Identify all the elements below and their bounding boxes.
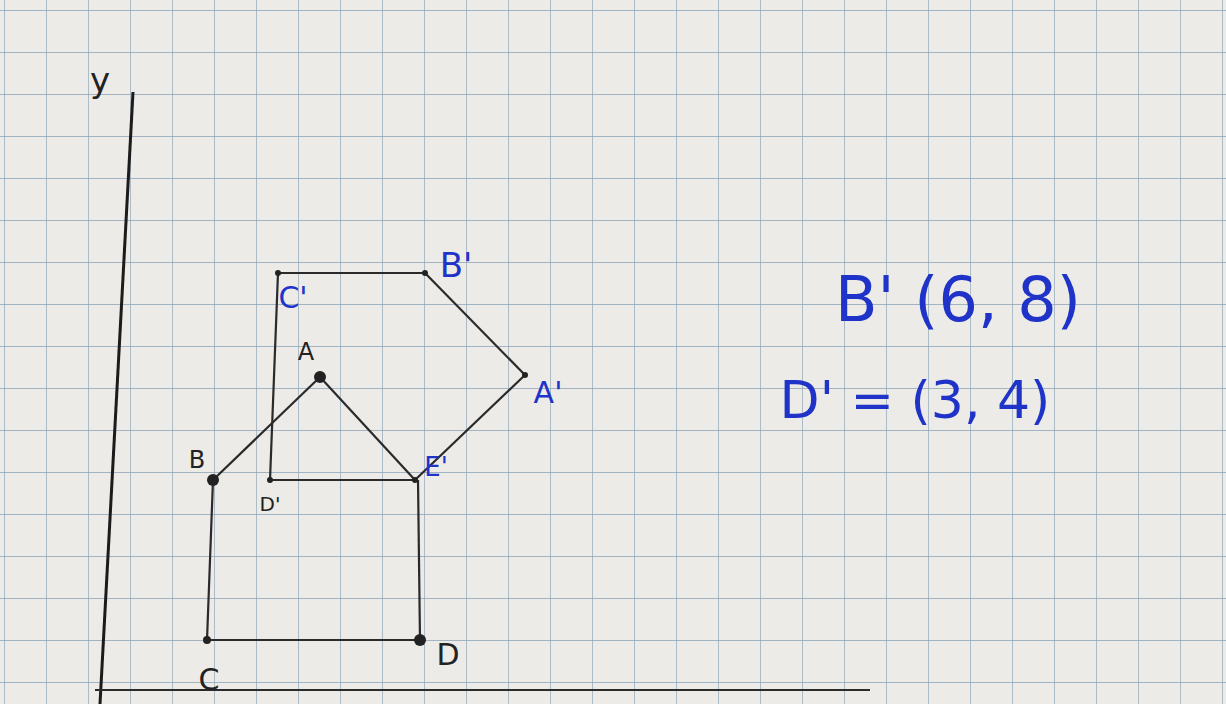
coordinate-note: D' = (3, 4) [780,374,1051,426]
vertex-label: B [189,448,205,472]
rotated-pentagon [270,273,525,480]
vertex-label: E' [424,454,448,480]
coordinate-note: B' (6, 8) [835,269,1081,331]
vertex-label: D' [260,494,281,514]
vertex-label: B' [440,248,473,282]
vertex-label: C [199,665,220,695]
vertex-label: A [298,340,314,364]
vertex-dots [203,270,528,646]
vertex-label: A' [534,378,563,408]
axis-name: y [90,63,110,97]
vertex-label: D [436,640,459,670]
y-axis [100,92,133,704]
vertex-label: C' [278,283,307,313]
original-pentagon [207,377,420,640]
